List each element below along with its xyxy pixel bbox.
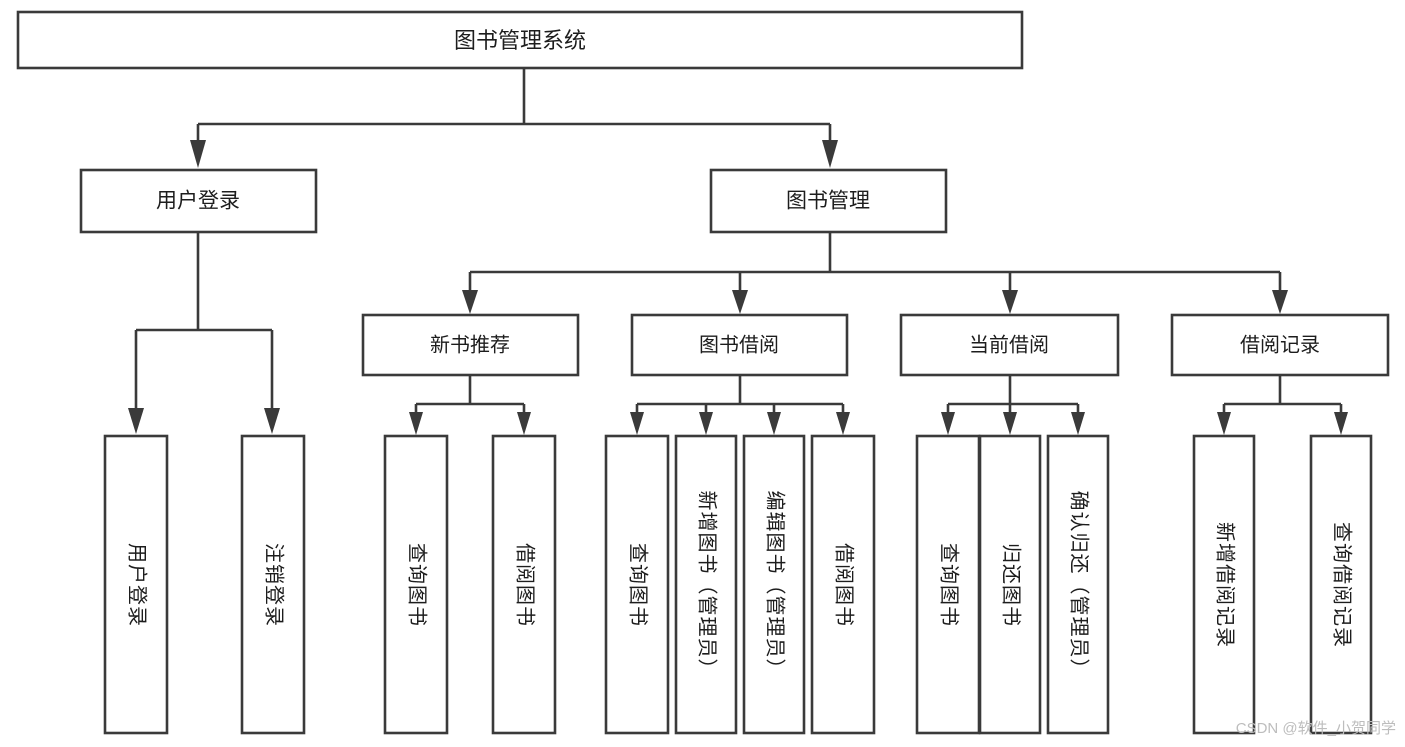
- arrow-head-leaf-user-login: [128, 408, 144, 434]
- node-user-login-box[interactable]: [79, 168, 318, 234]
- node-user-login-label: 用户登录: [156, 190, 240, 213]
- node-root[interactable]: 图书管理系统: [16, 10, 1024, 70]
- watermark-text: CSDN @软件_小贺同学: [1236, 720, 1396, 737]
- arrow-head-cb-3: [1071, 412, 1085, 435]
- leaf-node-add-book[interactable]: 新增图书（管理员）: [674, 434, 738, 735]
- leaf-edit-book-box[interactable]: [742, 434, 806, 735]
- node-book-borrow-box[interactable]: [630, 313, 849, 377]
- arrow-head-new-book: [462, 290, 478, 314]
- arrow-head-borrow-record: [1272, 290, 1288, 314]
- node-book-manage-box[interactable]: [709, 168, 948, 234]
- leaf-node-borrow-book-1[interactable]: 借阅图书: [491, 434, 557, 735]
- leaf-borrow-book-1-label: 借阅图书: [514, 543, 537, 627]
- arrow-head-nb-1: [409, 412, 423, 435]
- arrow-head-bb-4: [836, 412, 850, 435]
- leaf-confirm-return-box[interactable]: [1046, 434, 1110, 735]
- node-book-manage-label: 图书管理: [786, 190, 870, 213]
- leaf-node-user-logout[interactable]: 注销登录: [240, 434, 306, 735]
- leaf-query-record-box[interactable]: [1309, 434, 1373, 735]
- leaf-user-login-label: 用户登录: [126, 543, 149, 627]
- node-new-book-recommend-box[interactable]: [361, 313, 580, 377]
- arrow-head-current-borrow: [1002, 290, 1018, 314]
- arrow-head-leaf-user-logout: [264, 408, 280, 434]
- connector-new-book-to-leaves: [409, 375, 531, 435]
- leaf-node-query-book-1[interactable]: 查询图书: [383, 434, 449, 735]
- node-book-borrow[interactable]: 图书借阅: [630, 313, 849, 377]
- connector-book-manage-to-level3: [462, 232, 1288, 314]
- node-root-box[interactable]: [16, 10, 1024, 70]
- arrow-head-br-1: [1217, 412, 1231, 435]
- node-current-borrow-box[interactable]: [899, 313, 1120, 377]
- leaf-node-return-book[interactable]: 归还图书: [978, 434, 1042, 735]
- leaf-confirm-return-label: 确认归还（管理员）: [1068, 491, 1091, 680]
- node-current-borrow-label: 当前借阅: [969, 333, 1049, 356]
- arrow-head-nb-2: [517, 412, 531, 435]
- leaf-node-borrow-book-2[interactable]: 借阅图书: [810, 434, 876, 735]
- leaf-borrow-book-2-label: 借阅图书: [833, 543, 856, 627]
- leaf-user-logout-box[interactable]: [240, 434, 306, 735]
- connector-book-borrow-to-leaves: [630, 375, 850, 435]
- leaf-node-query-book-2[interactable]: 查询图书: [604, 434, 670, 735]
- leaf-return-book-label: 归还图书: [1000, 543, 1023, 627]
- leaf-add-book-box[interactable]: [674, 434, 738, 735]
- leaf-borrow-book-2-box[interactable]: [810, 434, 876, 735]
- node-book-borrow-label: 图书借阅: [699, 333, 779, 356]
- arrow-head-cb-1: [941, 412, 955, 435]
- arrow-head-book-manage: [822, 140, 838, 168]
- connector-current-borrow-to-leaves: [941, 375, 1085, 435]
- leaf-query-book-3-box[interactable]: [915, 434, 981, 735]
- leaf-user-login-box[interactable]: [103, 434, 169, 735]
- arrow-head-bb-2: [699, 412, 713, 435]
- node-book-manage[interactable]: 图书管理: [709, 168, 948, 234]
- leaf-query-book-3-label: 查询图书: [938, 543, 961, 627]
- leaf-node-edit-book[interactable]: 编辑图书（管理员）: [742, 434, 806, 735]
- leaf-edit-book-label: 编辑图书（管理员）: [764, 491, 787, 680]
- arrow-head-bb-1: [630, 412, 644, 435]
- node-current-borrow[interactable]: 当前借阅: [899, 313, 1120, 377]
- connector-borrow-record-to-leaves: [1217, 375, 1348, 435]
- arrow-head-br-2: [1334, 412, 1348, 435]
- leaf-user-logout-label: 注销登录: [263, 543, 286, 627]
- node-new-book-recommend[interactable]: 新书推荐: [361, 313, 580, 377]
- leaf-query-book-2-label: 查询图书: [627, 543, 650, 627]
- leaf-query-book-2-box[interactable]: [604, 434, 670, 735]
- arrow-head-bb-3: [767, 412, 781, 435]
- connector-root-to-level2: [190, 68, 838, 168]
- node-borrow-record[interactable]: 借阅记录: [1170, 313, 1390, 377]
- leaf-node-user-login[interactable]: 用户登录: [103, 434, 169, 735]
- leaf-node-add-record[interactable]: 新增借阅记录: [1192, 434, 1256, 735]
- node-root-label: 图书管理系统: [454, 28, 586, 53]
- arrow-head-book-borrow: [732, 290, 748, 314]
- connector-user-login-to-leaves: [128, 232, 280, 434]
- leaf-add-record-box[interactable]: [1192, 434, 1256, 735]
- leaf-node-query-book-3[interactable]: 查询图书: [915, 434, 981, 735]
- node-user-login[interactable]: 用户登录: [79, 168, 318, 234]
- leaf-return-book-box[interactable]: [978, 434, 1042, 735]
- leaf-add-book-label: 新增图书（管理员）: [696, 491, 719, 680]
- node-borrow-record-box[interactable]: [1170, 313, 1390, 377]
- leaf-add-record-label: 新增借阅记录: [1214, 522, 1237, 648]
- leaf-node-confirm-return[interactable]: 确认归还（管理员）: [1046, 434, 1110, 735]
- node-new-book-recommend-label: 新书推荐: [430, 333, 510, 356]
- leaf-query-record-label: 查询借阅记录: [1331, 522, 1354, 648]
- leaf-node-query-record[interactable]: 查询借阅记录: [1309, 434, 1373, 735]
- node-borrow-record-label: 借阅记录: [1240, 333, 1320, 356]
- leaf-borrow-book-1-box[interactable]: [491, 434, 557, 735]
- arrow-head-user-login: [190, 140, 206, 168]
- arrow-head-cb-2: [1003, 412, 1017, 435]
- leaf-query-book-1-box[interactable]: [383, 434, 449, 735]
- leaf-query-book-1-label: 查询图书: [406, 543, 429, 627]
